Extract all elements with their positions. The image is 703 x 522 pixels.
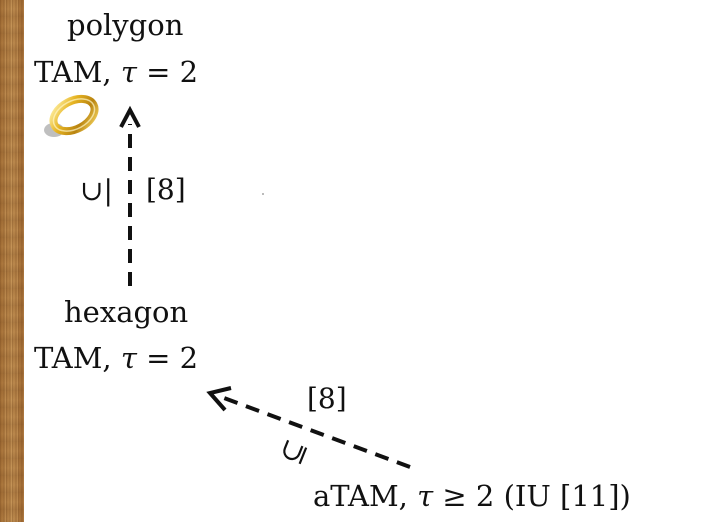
diagonal-arrow-line: [224, 398, 410, 467]
